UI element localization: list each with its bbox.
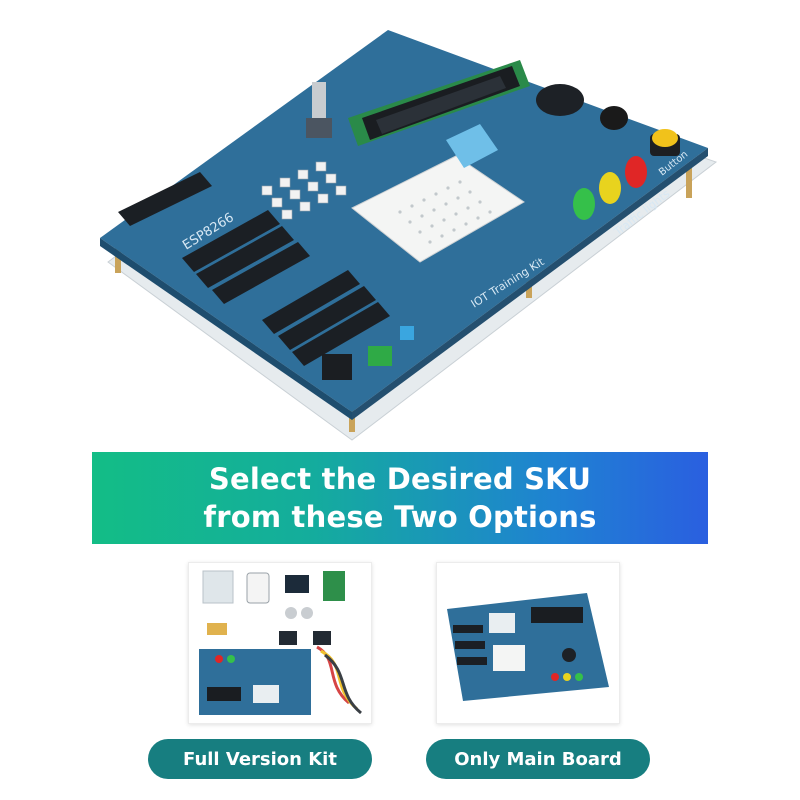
lcd-screen bbox=[531, 607, 583, 623]
main-board-image bbox=[447, 593, 609, 701]
red-led bbox=[551, 673, 559, 681]
full-kit-thumbnail[interactable] bbox=[188, 562, 372, 724]
potentiometer-body bbox=[306, 118, 332, 138]
coin-battery-holder bbox=[562, 648, 576, 662]
header-row bbox=[455, 641, 485, 649]
breadboard-holes bbox=[398, 180, 492, 244]
lcd-screen bbox=[207, 687, 241, 701]
yellow-led bbox=[599, 172, 621, 204]
keypad bbox=[261, 161, 347, 220]
dc-jack bbox=[322, 354, 352, 380]
option-full-version-kit[interactable]: Full Version Kit bbox=[148, 562, 400, 779]
breadboard bbox=[351, 155, 525, 263]
lcd-glass bbox=[376, 76, 506, 134]
dip-switch bbox=[400, 326, 414, 340]
sku-banner: Select the Desired SKU from these Two Op… bbox=[92, 452, 708, 544]
remote-control bbox=[246, 572, 270, 604]
pcb-edge bbox=[352, 148, 708, 420]
header-row bbox=[453, 625, 483, 633]
hero-product-image: ESP8266 IOT Training Kit Traffic lights … bbox=[100, 30, 718, 441]
full-kit-image bbox=[199, 570, 362, 715]
pcb-edge bbox=[100, 238, 352, 420]
coin-battery-holder bbox=[536, 84, 584, 116]
wifi-module bbox=[285, 575, 309, 593]
banner-title-line1: Select the Desired SKU bbox=[208, 462, 592, 496]
keypad bbox=[253, 685, 279, 703]
iot-training-board: ESP8266 IOT Training Kit Traffic lights … bbox=[100, 30, 718, 441]
keypad bbox=[489, 613, 515, 633]
red-led bbox=[215, 655, 223, 663]
dht-sensor bbox=[446, 124, 498, 168]
buzzer bbox=[600, 106, 628, 130]
only-main-board-button[interactable]: Only Main Board bbox=[426, 739, 650, 779]
screw-terminal bbox=[368, 346, 392, 366]
potentiometer-shaft bbox=[312, 82, 326, 122]
sensor-module bbox=[313, 631, 331, 645]
push-button-cap bbox=[652, 129, 678, 147]
main-board-thumbnail[interactable] bbox=[436, 562, 620, 724]
option-only-main-board[interactable]: Only Main Board bbox=[408, 562, 650, 779]
jumper-wires bbox=[324, 653, 362, 715]
breadboard bbox=[493, 645, 525, 671]
mini-breadboard bbox=[202, 570, 234, 604]
green-led bbox=[573, 188, 595, 220]
relay-module bbox=[323, 571, 345, 601]
standoff bbox=[686, 168, 692, 198]
ultrasonic-eye bbox=[301, 607, 313, 619]
header-rows bbox=[118, 172, 390, 366]
yellow-led bbox=[563, 673, 571, 681]
sensor-module bbox=[279, 631, 297, 645]
banner-title-line2: from these Two Options bbox=[203, 500, 597, 534]
header-row bbox=[457, 657, 487, 665]
full-version-kit-button[interactable]: Full Version Kit bbox=[148, 739, 372, 779]
green-led bbox=[227, 655, 235, 663]
green-led bbox=[575, 673, 583, 681]
red-led bbox=[625, 156, 647, 188]
ultrasonic-eye bbox=[285, 607, 297, 619]
servo bbox=[207, 623, 227, 635]
